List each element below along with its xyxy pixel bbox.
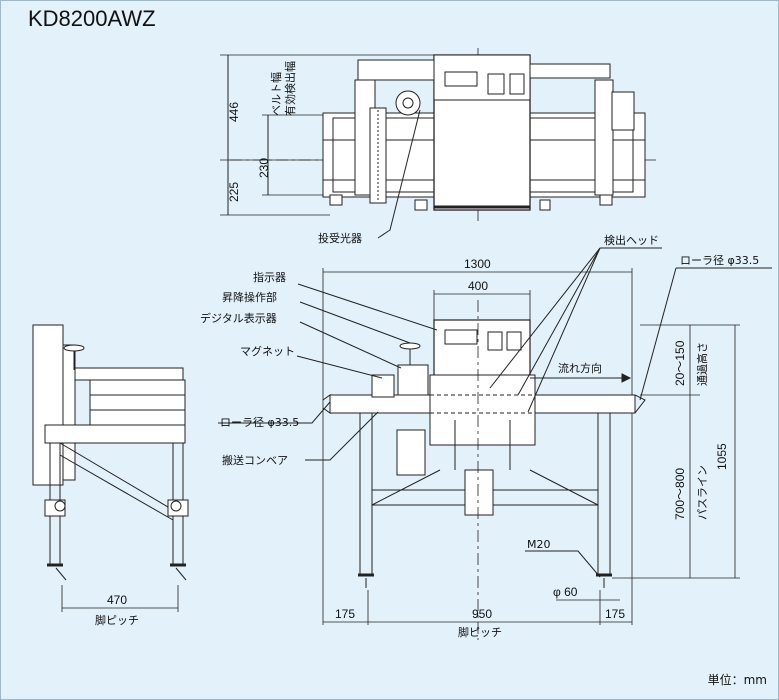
roller-diameter-left: ローラ径 φ33.5 (220, 416, 299, 429)
effective-detection-width-label: 有効検出幅 (283, 61, 297, 116)
dim-pass-line-range: 700～800 (673, 468, 687, 520)
front-view-labels: 1300 400 ローラ径 φ33.5 ローラ径 φ33.5 検出ヘッド 指示器… (200, 233, 759, 639)
front-pitch-label: 脚ピッチ (458, 625, 502, 639)
dim-230: 230 (257, 158, 271, 178)
dim-225: 225 (227, 182, 241, 202)
callout-lift-control: 昇降操作部 (222, 290, 277, 304)
emitter-receiver-callout: 投受光器 (318, 231, 362, 245)
dim-right-offset: 175 (605, 607, 625, 621)
dim-overall-width: 1300 (464, 257, 491, 271)
unit-label: 単位：mm (707, 673, 767, 687)
dim-head-width: 400 (468, 279, 488, 293)
pass-line-label: パスライン (696, 465, 709, 520)
top-view (220, 48, 660, 239)
bolt-m20-label: M20 (527, 538, 551, 551)
callout-digital-display: デジタル表示器 (200, 311, 277, 325)
callout-magnet: マグネット (240, 344, 295, 358)
belt-width-label: ベルト幅 (270, 72, 283, 116)
roller-diameter-right: ローラ径 φ33.5 (680, 254, 759, 267)
dim-left-offset: 175 (335, 607, 355, 621)
side-pitch-label: 脚ピッチ (95, 613, 139, 627)
side-view-labels: 470 脚ピッチ (95, 593, 139, 627)
pass-height-label: 通過高さ (695, 342, 709, 386)
callout-conveyor: 搬送コンベア (222, 453, 288, 467)
foot-diameter-label: φ 60 (553, 585, 578, 599)
dim-total-height: 1055 (715, 443, 729, 470)
top-view-labels: 446 230 225 ベルト幅 有効検出幅 投受光器 (227, 61, 362, 245)
front-view (218, 247, 772, 640)
side-view (32, 324, 189, 612)
model-title: KD8200AWZ (28, 6, 156, 31)
side-dim-470: 470 (107, 593, 127, 607)
dim-446: 446 (227, 102, 241, 122)
dim-center-pitch: 950 (472, 607, 492, 621)
flow-direction-label: 流れ方向 (558, 361, 602, 375)
callout-detection-head: 検出ヘッド (604, 233, 659, 247)
callout-indicator: 指示器 (253, 270, 286, 284)
dim-height-range: 20～150 (673, 340, 687, 386)
